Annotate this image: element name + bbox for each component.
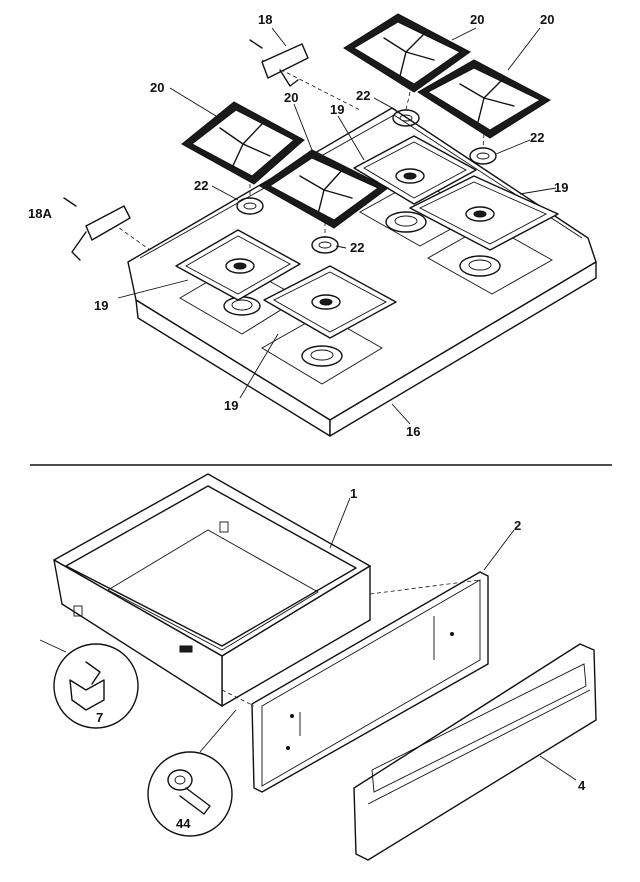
grate-20-center bbox=[259, 149, 389, 229]
callout-18: 18 bbox=[258, 12, 272, 27]
cooktop-assembly bbox=[63, 13, 597, 437]
drawer-front-4 bbox=[353, 643, 597, 861]
callout-22-right: 22 bbox=[530, 130, 544, 145]
callout-leaders bbox=[117, 27, 577, 781]
callout-16: 16 bbox=[406, 424, 420, 439]
burner-grate-19-rear-right bbox=[409, 175, 559, 251]
grate-20-top-mid bbox=[343, 13, 471, 93]
burner-grate-19-front-left bbox=[175, 229, 301, 301]
callout-18a: 18A bbox=[28, 206, 52, 221]
grate-20-left bbox=[181, 101, 305, 185]
cooktop-side-skirt bbox=[329, 261, 597, 437]
callout-19-bottom: 19 bbox=[224, 398, 238, 413]
burner-ring-22-right bbox=[469, 147, 497, 165]
callout-22-top: 22 bbox=[356, 88, 370, 103]
burner-grate-19-front-right bbox=[263, 265, 397, 339]
drawer-panel-2 bbox=[251, 571, 489, 793]
callout-20-top-mid: 20 bbox=[470, 12, 484, 27]
detail-circle-44 bbox=[147, 751, 233, 837]
grate-20-top-right bbox=[417, 59, 551, 139]
callout-2: 2 bbox=[514, 518, 521, 533]
callout-19-top: 19 bbox=[330, 102, 344, 117]
burner-ring-22-left bbox=[236, 197, 264, 215]
detail-circle-7 bbox=[39, 639, 139, 729]
callout-20-left: 20 bbox=[150, 80, 164, 95]
callout-19-right: 19 bbox=[554, 180, 568, 195]
callout-labels: 18 18A 20 20 20 20 19 19 19 19 22 22 22 … bbox=[28, 12, 586, 831]
callout-20-center: 20 bbox=[284, 90, 298, 105]
burner-grate-19-rear-left bbox=[353, 135, 477, 205]
burner-ring-22-top bbox=[392, 109, 420, 127]
callout-7: 7 bbox=[96, 710, 103, 725]
callout-4: 4 bbox=[578, 778, 586, 793]
callout-19-left: 19 bbox=[94, 298, 108, 313]
callout-22-left: 22 bbox=[194, 178, 208, 193]
callout-20-top-right: 20 bbox=[540, 12, 554, 27]
callout-22-center: 22 bbox=[350, 240, 364, 255]
bracket-18 bbox=[249, 39, 309, 87]
bracket-18a bbox=[63, 197, 131, 261]
burner-well-front-right bbox=[261, 313, 383, 385]
callout-1: 1 bbox=[350, 486, 357, 501]
drawer-assembly bbox=[39, 473, 597, 861]
drawer-body-1 bbox=[53, 473, 371, 707]
callout-44: 44 bbox=[176, 816, 191, 831]
